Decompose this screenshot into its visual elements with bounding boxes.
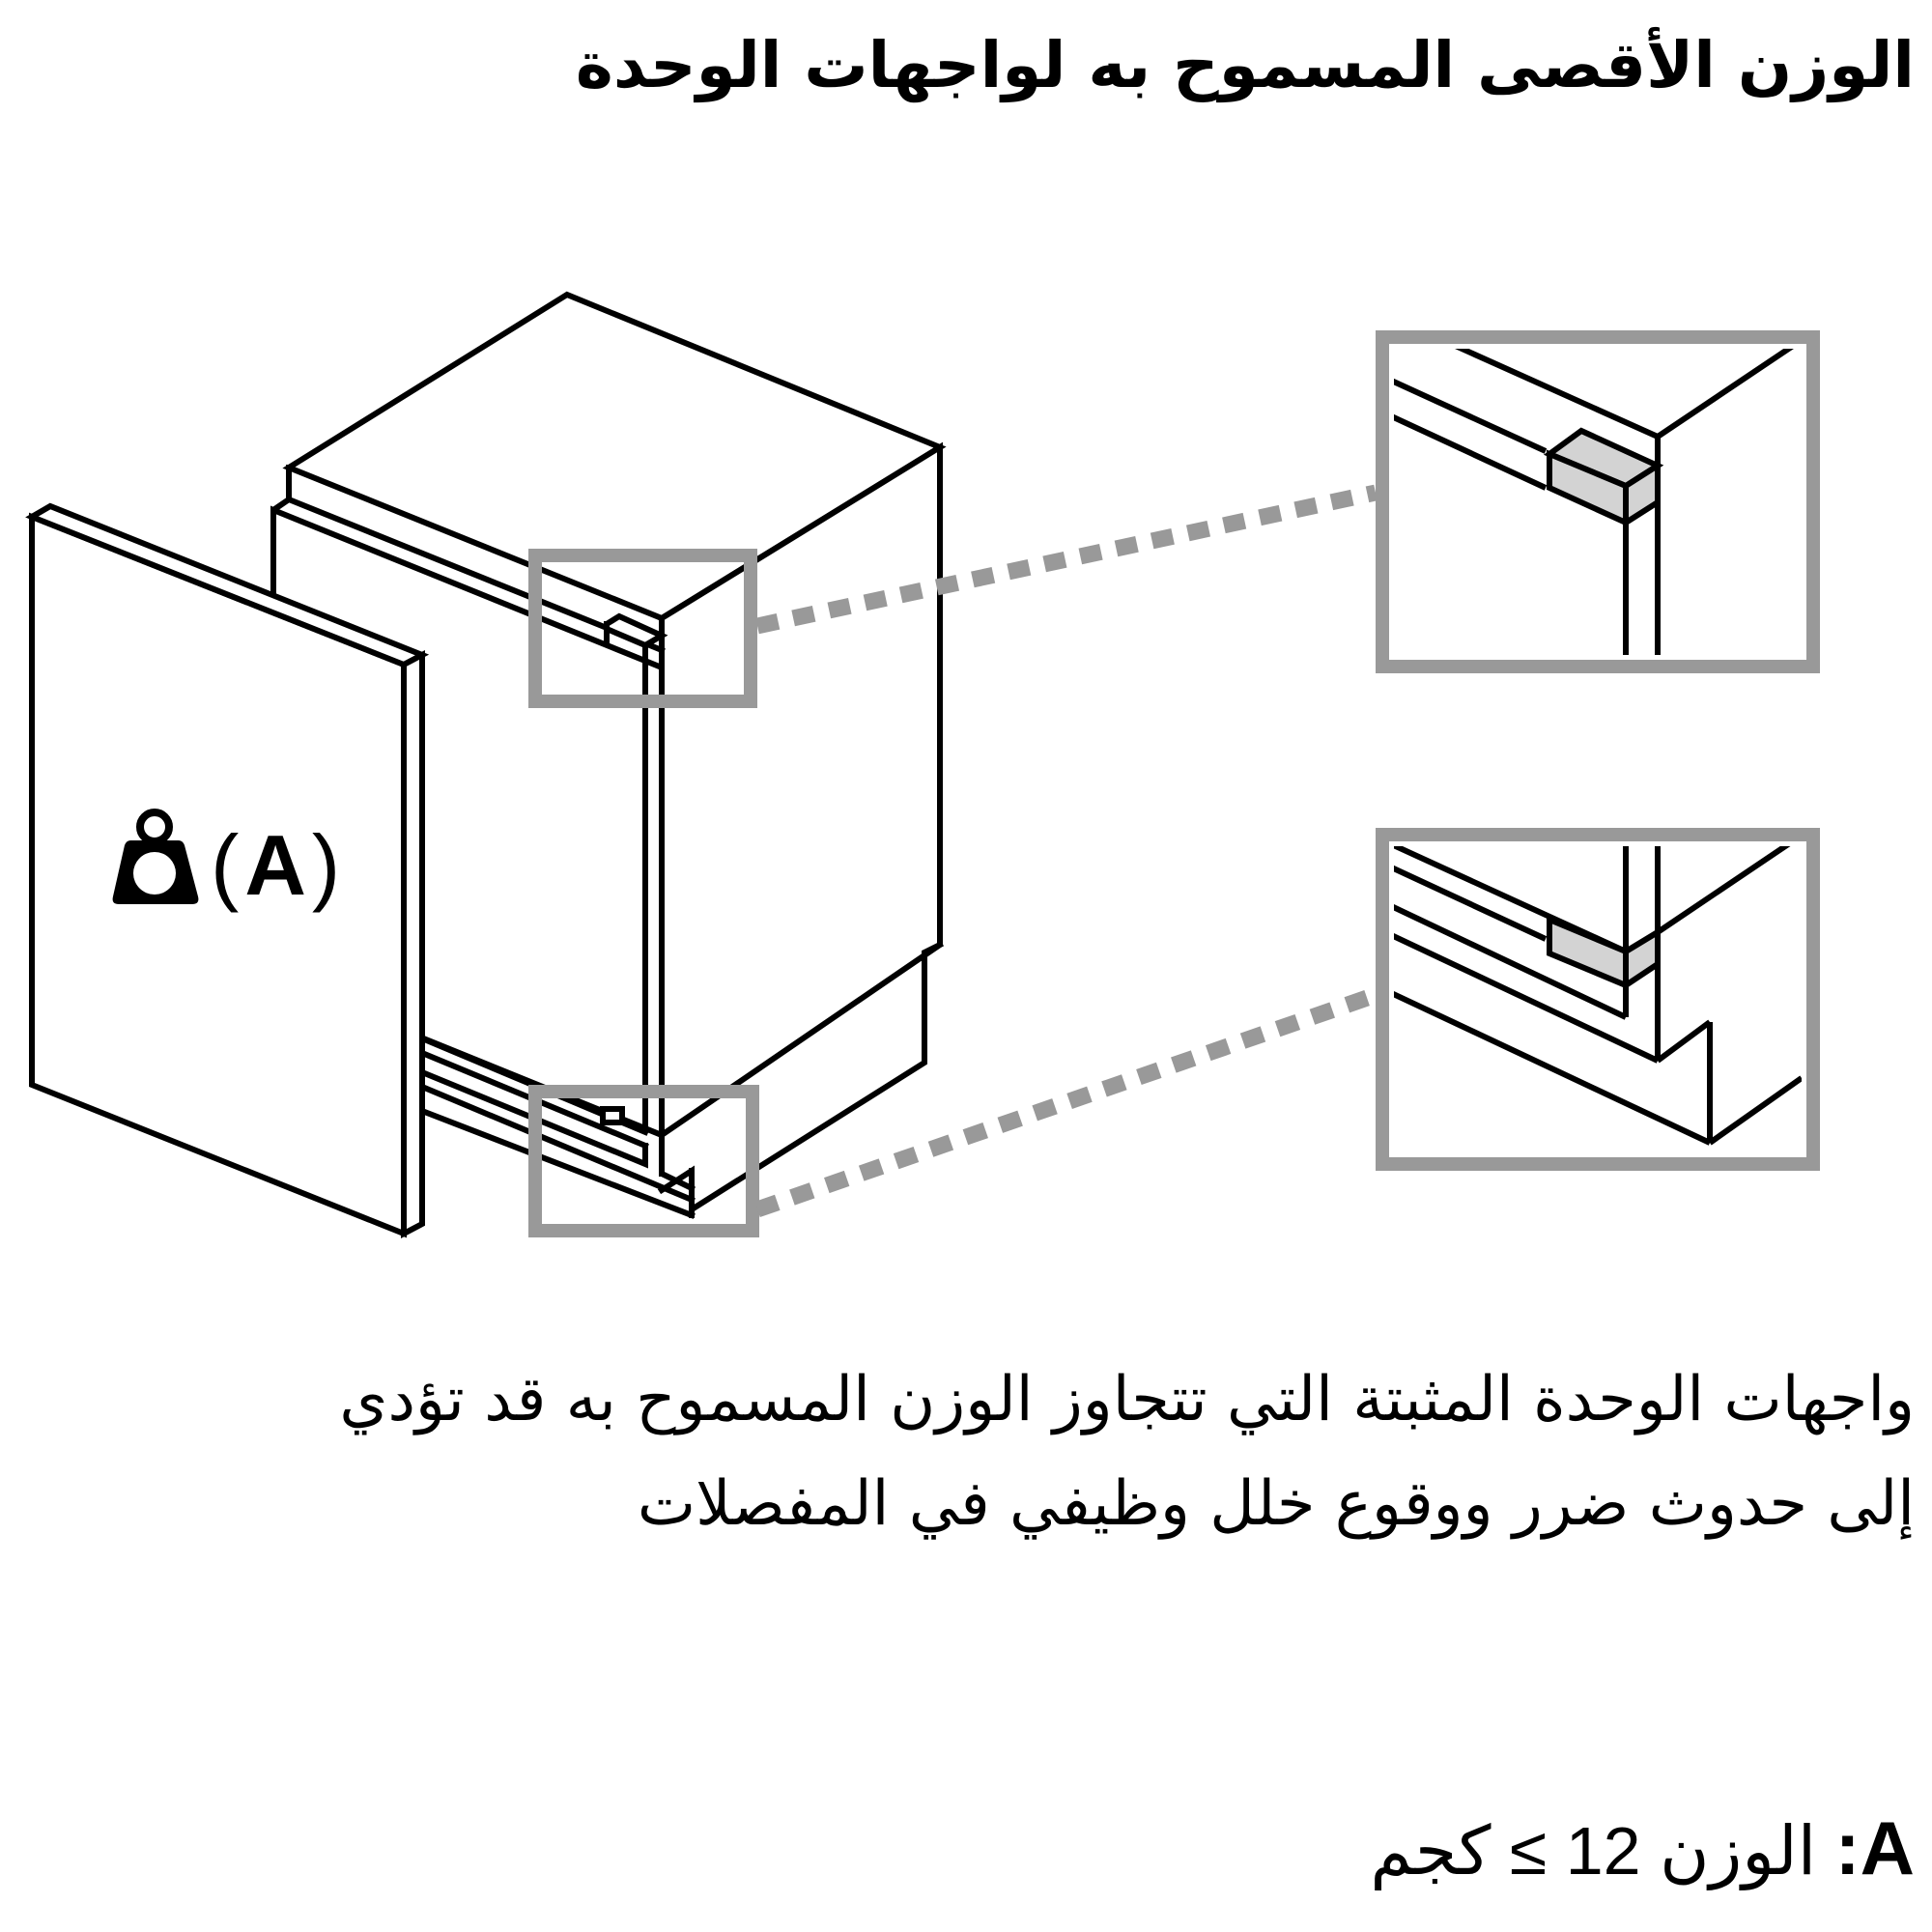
legend-relation: ≤ 12 <box>1509 1813 1641 1889</box>
warning-line-2: إلى حدوث ضرر ووقوع خلل وظيفي في المفصلات <box>637 1468 1915 1540</box>
bottom-hinge-detail <box>1376 828 1820 1171</box>
weight-icon <box>112 809 199 904</box>
top-callout-marker <box>528 549 757 708</box>
legend-key: A: <box>1834 1805 1915 1890</box>
legend: A: الوزن ≤ 12 كجم <box>1370 1804 1915 1894</box>
bottom-leader-line <box>754 986 1378 1218</box>
legend-label: الوزن <box>1660 1813 1817 1889</box>
cabinet <box>270 291 947 1215</box>
warning-text: واجهات الوحدة المثبتة التي تتجاوز الوزن … <box>99 1348 1915 1556</box>
installation-diagram <box>25 291 1820 1238</box>
top-leader-line <box>755 484 1378 635</box>
bottom-callout-marker <box>528 1085 759 1237</box>
warning-line-1: واجهات الوحدة المثبتة التي تتجاوز الوزن … <box>339 1364 1915 1435</box>
page-title: الوزن الأقصى المسموح به لواجهات الوحدة <box>575 28 1915 102</box>
top-hinge-detail <box>1376 330 1820 673</box>
furniture-front-panel <box>25 502 430 1238</box>
label-open-paren: ( <box>211 817 240 913</box>
label-key: A <box>244 817 306 913</box>
legend-unit: كجم <box>1370 1813 1492 1889</box>
label-close-paren: ) <box>311 817 341 913</box>
panel-weight-label: ( A ) <box>211 808 340 923</box>
